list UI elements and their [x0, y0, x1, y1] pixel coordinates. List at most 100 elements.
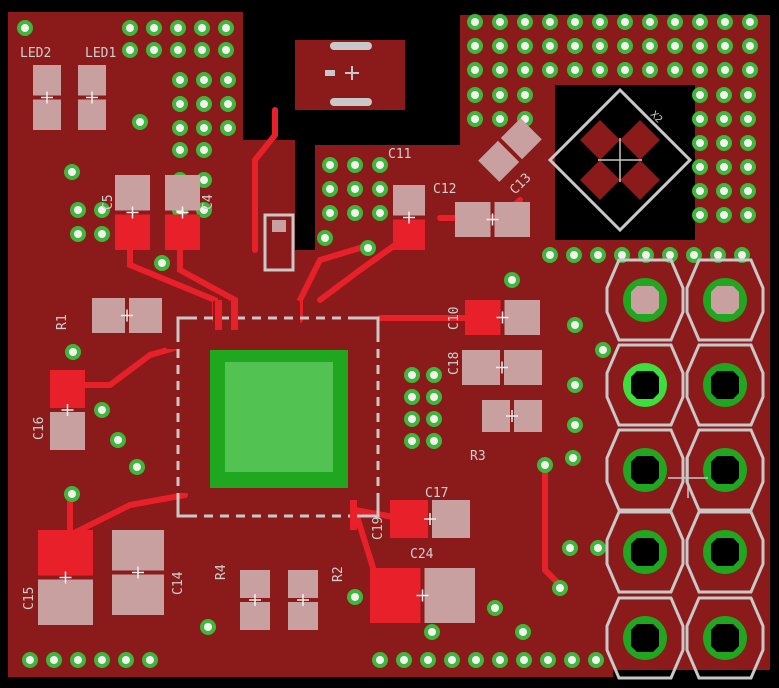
- ic-pin: [360, 374, 390, 381]
- via-hole: [448, 656, 456, 664]
- via-hole: [158, 259, 166, 267]
- ic-pin: [245, 500, 252, 530]
- via-hole: [520, 656, 528, 664]
- ic-pins: [165, 300, 390, 530]
- smd-pad: [500, 118, 542, 160]
- ic-pin: [245, 300, 252, 330]
- ic-pin: [360, 438, 390, 445]
- via-hole: [571, 42, 579, 50]
- smd-pad: [393, 185, 425, 216]
- via-hole: [519, 628, 527, 636]
- via-hole: [621, 18, 629, 26]
- via-hole: [496, 66, 504, 74]
- ic-pin: [325, 500, 332, 530]
- header-pin-hole: [711, 456, 739, 484]
- ic-pin: [261, 300, 268, 330]
- smd-pad: [33, 99, 61, 130]
- via-hole: [471, 66, 479, 74]
- smd-pad: [112, 530, 164, 571]
- header-outline: [605, 343, 685, 427]
- ic-pin: [165, 342, 195, 349]
- via-hole: [571, 421, 579, 429]
- label-r2: R2: [331, 566, 346, 582]
- smd-pad: [240, 602, 270, 630]
- label-led1: LED1: [85, 46, 116, 61]
- ic-pin: [165, 438, 195, 445]
- via-hole: [594, 251, 602, 259]
- via-hole: [146, 656, 154, 664]
- via-hole: [569, 454, 577, 462]
- via-hole: [200, 176, 208, 184]
- via-hole: [351, 209, 359, 217]
- via-hole: [98, 406, 106, 414]
- smd-pad: [424, 568, 475, 623]
- via-hole: [521, 91, 529, 99]
- via-hole: [321, 234, 329, 242]
- via-hole: [98, 656, 106, 664]
- header-outline: [605, 596, 685, 680]
- ic-pin: [293, 500, 300, 530]
- via-hole: [744, 139, 752, 147]
- via-hole: [122, 656, 130, 664]
- c13-pads: [478, 118, 542, 182]
- header-outline: [685, 428, 765, 512]
- via-hole: [571, 66, 579, 74]
- via-hole: [621, 66, 629, 74]
- via-hole: [746, 66, 754, 74]
- via-hole: [74, 656, 82, 664]
- via-hole: [200, 146, 208, 154]
- via-hole: [642, 251, 650, 259]
- ic-pin: [277, 300, 284, 330]
- header-pin-hole: [631, 538, 659, 566]
- via-hole: [136, 118, 144, 126]
- via-hole: [690, 251, 698, 259]
- via-hole: [496, 115, 504, 123]
- ic-pin-active: [231, 300, 238, 330]
- via-hole: [351, 185, 359, 193]
- via-hole: [176, 124, 184, 132]
- ic-pin: [360, 358, 390, 365]
- via-hole: [200, 76, 208, 84]
- via-hole: [351, 593, 359, 601]
- via-hole: [696, 163, 704, 171]
- top-connector: [297, 42, 405, 106]
- via-hole: [376, 209, 384, 217]
- header-pin-hole: [711, 624, 739, 652]
- via-hole: [26, 656, 34, 664]
- via-hole: [666, 251, 674, 259]
- header-outline: [605, 258, 685, 342]
- via-hole: [596, 42, 604, 50]
- via-hole: [430, 393, 438, 401]
- via-hole: [326, 161, 334, 169]
- via-hole: [198, 46, 206, 54]
- smd-pad: [455, 202, 491, 237]
- via-hole: [408, 437, 416, 445]
- via-hole: [471, 18, 479, 26]
- header-pin-hole: [711, 286, 739, 314]
- ic-pin: [165, 486, 195, 493]
- smd-pad: [33, 65, 61, 96]
- label-c11: C11: [388, 147, 411, 162]
- ic-pin: [165, 454, 195, 461]
- via-hole: [596, 18, 604, 26]
- via-hole: [21, 24, 29, 32]
- via-hole: [696, 211, 704, 219]
- ic-pin: [165, 374, 195, 381]
- via-hole: [618, 251, 626, 259]
- via-hole: [544, 656, 552, 664]
- ic-pin: [360, 390, 390, 397]
- via-hole: [471, 91, 479, 99]
- thermal-pad-inner: [225, 362, 333, 472]
- ic-pin: [213, 500, 220, 530]
- via-hole: [200, 124, 208, 132]
- via-hole: [224, 100, 232, 108]
- smd-pad: [50, 370, 85, 408]
- via-hole: [174, 46, 182, 54]
- via-hole: [556, 584, 564, 592]
- via-hole: [176, 100, 184, 108]
- ic-pin: [165, 358, 195, 365]
- via-hole: [521, 66, 529, 74]
- smd-pad: [393, 219, 425, 250]
- via-hole: [696, 187, 704, 195]
